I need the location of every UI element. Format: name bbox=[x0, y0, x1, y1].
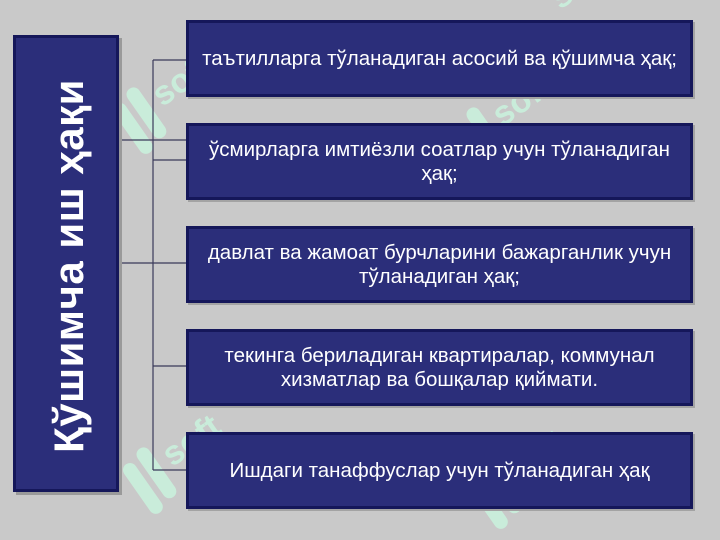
item-box-3: давлат ва жамоат бурчларини бажарганлик … bbox=[186, 226, 693, 303]
item-text: давлат ва жамоат бурчларини бажарганлик … bbox=[207, 240, 672, 288]
diagram-title: Қўшимча иш ҳақи bbox=[45, 79, 92, 453]
item-box-5: Ишдаги танаффуслар учун тўланадиган ҳақ bbox=[186, 432, 693, 509]
item-text: ўсмирларга имтиёзли соатлар учун тўланад… bbox=[208, 137, 670, 185]
item-text: текинга бериладиган квартиралар, коммуна… bbox=[224, 343, 655, 391]
item-text: Ишдаги танаффуслар учун тўланадиган ҳақ bbox=[229, 458, 650, 482]
item-box-1: таътилларга тўланадиган асосий ва қўшимч… bbox=[186, 20, 693, 97]
item-box-2: ўсмирларга имтиёзли соатлар учун тўланад… bbox=[186, 123, 693, 200]
title-box: Қўшимча иш ҳақи bbox=[13, 35, 119, 492]
item-text: таътилларга тўланадиган асосий ва қўшимч… bbox=[202, 46, 677, 70]
item-box-4: текинга бериладиган квартиралар, коммуна… bbox=[186, 329, 693, 406]
